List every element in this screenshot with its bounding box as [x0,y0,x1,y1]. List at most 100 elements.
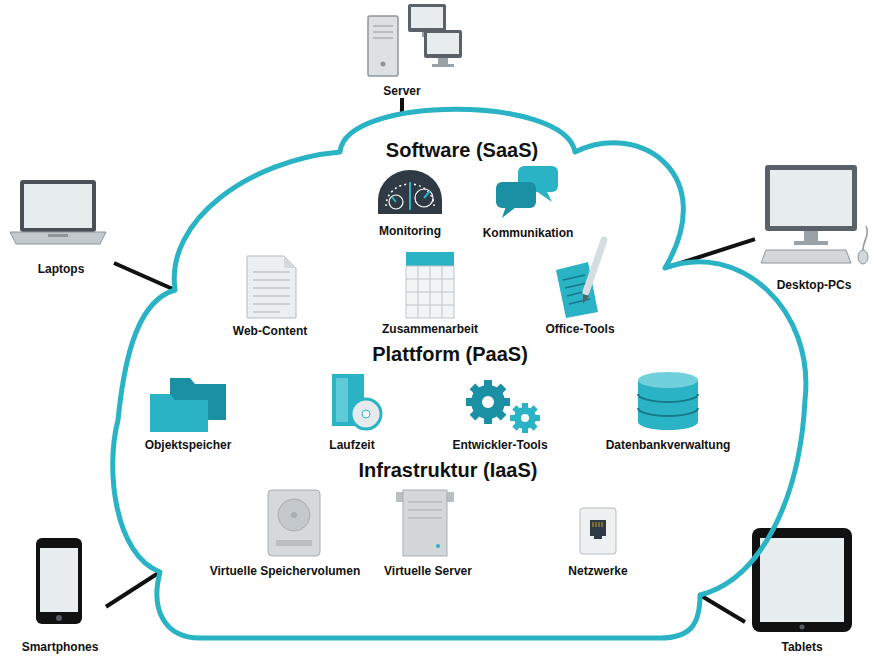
gears-icon [470,384,507,421]
service-item: Laufzeit [326,438,377,452]
runtime-icon [351,399,381,429]
gears-icon [522,403,528,433]
service-item: Kommunikation [480,226,577,240]
device-box: Tablets [745,526,859,654]
hard-drive-icon [291,512,297,518]
runtime-icon [332,374,381,429]
monitoring-icon [409,182,411,210]
network-socket-icon [594,536,602,539]
gears-icon [466,380,540,433]
service-label: Virtuelle Server [384,564,472,578]
gears-icon [510,415,540,421]
server-tower-icon [408,518,442,519]
gears-icon [512,405,537,430]
service-item: Objektspeicher [142,438,235,452]
server-icon [373,32,393,33]
server-icon [373,26,393,27]
desktop-icon [804,231,818,241]
server-tower-icon [408,510,442,511]
tablet-icon [800,625,805,630]
document-icon [253,312,280,313]
calendar-icon [406,305,454,306]
device-box: Desktop-PCs [755,160,873,292]
monitoring-icon [378,170,442,214]
office-icon [563,275,585,280]
laptop-icon [48,234,68,237]
hard-drive-icon [268,490,320,556]
network-socket-icon [590,520,606,536]
gears-icon [466,380,510,424]
service-item: Zusammenarbeit [379,322,481,336]
service-label: Netzwerke [568,564,627,578]
service-label: Datenbankverwaltung [606,438,731,452]
network-socket-icon [596,522,597,527]
hard-drive-icon [268,490,320,556]
server-icon [411,7,443,28]
office-icon [567,292,583,296]
document-icon [253,304,290,305]
gears-icon [510,403,540,433]
service-item: Virtuelle Server [381,564,475,578]
folder-icon [150,378,226,432]
tablet-icon [760,538,844,622]
database-icon [638,372,698,430]
network-socket-icon [599,522,600,527]
server-icon [381,62,386,67]
cloud-region: Software (SaaS)Plattform (PaaS)Infrastru… [100,95,820,645]
network-socket-icon [602,522,603,527]
gears-icon [521,414,529,422]
runtime-icon [362,410,370,418]
service-item: Monitoring [376,224,444,238]
server-tower-icon [396,490,454,556]
laptop-icon [10,232,106,244]
connector-line [106,572,160,607]
desktop-icon [770,170,852,226]
document-icon [247,256,296,318]
desktop-icon [794,241,828,245]
desktop-icon [761,250,851,263]
calendar-icon [406,292,454,293]
calendar-icon [406,252,454,318]
laptop-icon [10,180,106,244]
server-tower-icon [403,490,447,556]
server-icon [438,58,448,64]
folder-icon [150,394,208,432]
service-label: Laufzeit [329,438,374,452]
device-box: Laptops [8,176,114,276]
document-icon [253,280,290,281]
communication-icon [502,206,516,218]
layer-heading: Infrastruktur (IaaS) [359,458,538,482]
office-icon [569,299,590,304]
server-icon [432,64,454,67]
network-socket-icon [593,522,594,527]
connector-line [114,263,175,290]
office-icon [586,240,604,292]
monitoring-icon [415,189,433,207]
monitoring-icon [392,197,396,202]
document-icon [253,288,290,289]
document-icon [284,256,296,268]
monitoring-icon [389,195,403,209]
calendar-icon [406,279,454,280]
cloud-outline [113,109,806,638]
office-icon [556,240,604,318]
device-label: Tablets [781,640,822,654]
desktop-icon [858,250,868,264]
office-icon [565,283,587,288]
document-icon [253,272,290,273]
communication-icon [496,166,558,218]
document-icon [253,296,290,297]
service-item: Virtuelle Speichervolumen [207,564,364,578]
service-label: Entwickler-Tools [452,438,547,452]
service-item: Entwickler-Tools [449,438,550,452]
device-label: Laptops [38,262,85,276]
desktop-icon [765,165,857,231]
smartphone-icon [56,615,62,621]
server-icon [373,38,393,39]
service-label: Kommunikation [483,226,574,240]
device-label: Server [383,84,420,98]
service-label: Zusammenarbeit [382,322,478,336]
smartphone-icon [36,538,82,624]
desktop-icon [761,165,868,264]
